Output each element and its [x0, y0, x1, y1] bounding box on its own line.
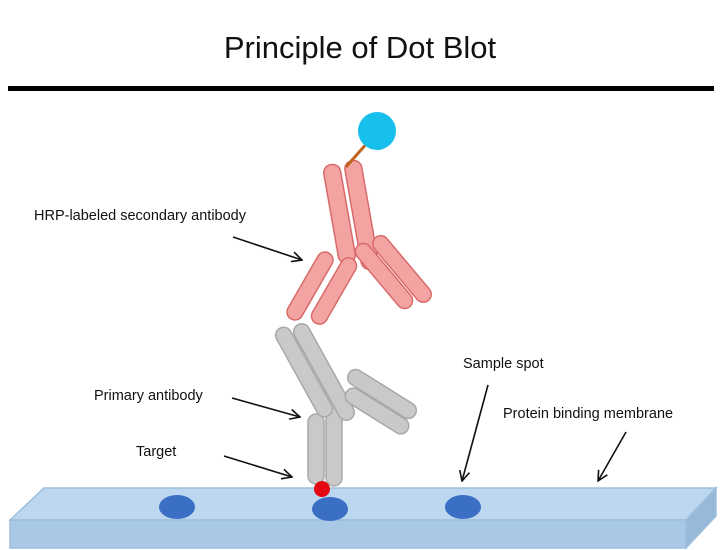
- target-molecule: [314, 481, 330, 497]
- hrp-enzyme: [358, 112, 396, 150]
- primary-antibody-arrow: [231, 397, 300, 417]
- diagram-title: Principle of Dot Blot: [223, 30, 497, 65]
- membrane-arrow: [598, 431, 627, 481]
- sample-dot-3: [445, 495, 481, 519]
- title-divider: [8, 86, 714, 91]
- hrp-linker: [344, 141, 370, 168]
- primary-antibody-arm-upper-right: [292, 323, 356, 421]
- primary-antibody: [274, 323, 418, 487]
- membrane-side-face: [685, 486, 717, 550]
- secondary-antibody-stem-2: [310, 257, 358, 325]
- secondary-antibody-arm-2: [372, 234, 432, 304]
- sample-dot-2: [312, 497, 348, 521]
- secondary-antibody-label: HRP-labeled secondary antibody: [34, 208, 246, 224]
- target-label: Target: [136, 444, 177, 460]
- membrane-front-face: [9, 519, 687, 549]
- target-arrow: [223, 455, 292, 477]
- primary-antibody-arm-lower-2: [344, 387, 410, 435]
- primary-antibody-arm-lower-1: [346, 368, 418, 420]
- protein-binding-membrane: [8, 486, 718, 550]
- primary-antibody-arm-upper-left: [274, 326, 334, 418]
- sample-dot-1: [159, 495, 195, 519]
- primary-antibody-stem-left: [307, 413, 325, 485]
- primary-antibody-label: Primary antibody: [94, 388, 203, 404]
- secondary-antibody: [286, 159, 432, 325]
- secondary-antibody-arrow: [232, 236, 302, 260]
- secondary-antibody-stem-1: [286, 251, 334, 321]
- membrane-top-face: [8, 487, 718, 521]
- sample-spot-arrow: [462, 384, 489, 481]
- sample-spot-label: Sample spot: [463, 356, 544, 372]
- secondary-antibody-arm-1: [354, 242, 414, 310]
- membrane-label: Protein binding membrane: [503, 406, 674, 422]
- primary-antibody-stem-right: [325, 407, 343, 487]
